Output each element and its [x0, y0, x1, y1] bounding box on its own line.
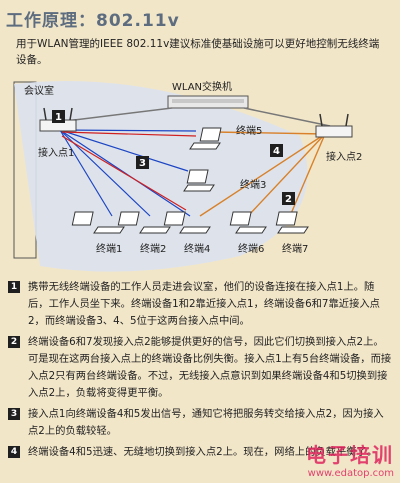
marker-2 [282, 192, 295, 205]
t5-screen [199, 127, 222, 142]
step-text: 终端设备4和5迅速、无缝地切换到接入点2上。现在，网络上的负载平衡了。 [28, 446, 378, 458]
ap2-links [199, 131, 326, 217]
marker-4-label: 4 [273, 146, 280, 157]
step-number: 3 [8, 408, 20, 420]
signal-links [61, 131, 197, 211]
step-item-4: 4 终端设备4和5迅速、无缝地切换到接入点2上。现在，网络上的负载平衡了。 [8, 444, 392, 461]
terminal-label-6: 终端6 [238, 242, 264, 255]
laptop-icon-t7 [275, 211, 309, 234]
terminal-label-2: 终端2 [140, 242, 166, 255]
room-wall [13, 81, 37, 259]
terminal-label-3: 终端3 [240, 178, 266, 191]
terminal-label-1: 终端1 [96, 242, 122, 255]
marker-1-label: 1 [55, 112, 62, 123]
terminal-label-5: 终端5 [236, 124, 262, 137]
step-text: 携带无线终端设备的工作人员走进会议室，他们的设备连接在接入点1上。随后，工作人员… [28, 281, 380, 327]
ap1-antenna-right [69, 107, 73, 121]
t3-screen [186, 169, 209, 184]
step-item-3: 3 接入点1向终端设备4和5发出信号，通知它将把服务转交给接入点2，因为接入点2… [8, 406, 392, 440]
ap2-body [315, 125, 353, 138]
switch-label: WLAN交换机 [172, 80, 232, 93]
access-point-2-icon [315, 113, 353, 138]
step-list: 1 携带无线终端设备的工作人员走进会议室，他们的设备连接在接入点1上。随后，工作… [8, 279, 392, 465]
step-text: 接入点1向终端设备4和5发出信号，通知它将把服务转交给接入点2，因为接入点2上的… [28, 408, 384, 437]
watermark: 电子培训 www.edatop.com [306, 439, 394, 479]
laptop-icon-t5 [189, 127, 222, 150]
step-item-2: 2 终端设备6和7发现接入点2能够提供更好的信号，因此它们切换到接入点2上。可是… [8, 334, 392, 402]
t2-screen [117, 211, 140, 226]
t4-base [179, 226, 211, 234]
t7-screen [275, 211, 298, 226]
laptop-icon-t6 [229, 211, 267, 234]
laptop-icon-t2 [117, 211, 171, 234]
ap2-label: 接入点2 [326, 150, 362, 163]
switch-ports [172, 99, 244, 103]
t5-base [189, 142, 221, 150]
t3-base [183, 184, 215, 192]
marker-2-label: 2 [285, 194, 292, 205]
step-number: 2 [8, 336, 20, 348]
switch-link-ap2 [243, 107, 331, 127]
t7-base [277, 226, 309, 234]
ap2-antenna-right [345, 113, 349, 127]
room-label: 会议室 [24, 84, 54, 97]
marker-3 [136, 156, 149, 169]
t6-screen [229, 211, 252, 226]
ap1-label: 接入点1 [38, 146, 74, 159]
signal-ap1-t5 [61, 131, 197, 137]
link-ap1-t3 [59, 129, 189, 172]
step-text: 终端设备6和7发现接入点2能够提供更好的信号，因此它们切换到接入点2上。可是现在… [28, 336, 392, 399]
page-title: 工作原理：802.11v [6, 11, 180, 31]
t1-base [93, 226, 125, 234]
terminal-icons [71, 127, 309, 234]
watermark-logo: 电子培训 [306, 443, 394, 467]
marker-1 [52, 110, 65, 123]
signal-ap1-t4 [61, 135, 187, 211]
watermark-url: www.edatop.com [307, 468, 394, 479]
marker-3-label: 3 [139, 158, 146, 169]
terminal-label-7: 终端7 [282, 242, 308, 255]
ap1-antenna-left [43, 107, 47, 121]
laptop-icon-t1 [71, 211, 125, 234]
step-number: 1 [8, 281, 20, 293]
link-ap1-t1 [59, 129, 113, 217]
link-ap2-t6 [247, 133, 326, 217]
t6-base [235, 226, 267, 234]
t4-screen [163, 211, 186, 226]
t1-screen [71, 211, 94, 226]
intro-text: 用于WLAN管理的IEEE 802.11v建议标准使基础设施可以更好地控制无线终… [16, 38, 380, 66]
step-item-1: 1 携带无线终端设备的工作人员走进会议室，他们的设备连接在接入点1上。随后，工作… [8, 279, 392, 330]
laptop-icon-t4 [163, 211, 211, 234]
link-ap2-t7 [289, 133, 326, 217]
ap2-antenna-left [319, 113, 323, 127]
marker-4 [270, 144, 283, 157]
switch-link-ap1 [57, 107, 173, 123]
terminal-label-4: 终端4 [184, 242, 210, 255]
laptop-icon-t3 [183, 169, 215, 192]
step-number: 4 [8, 446, 20, 458]
link-ap2-t5 [213, 131, 326, 135]
t2-base [139, 226, 171, 234]
link-ap1-t5 [59, 129, 197, 132]
network-diagram: 会议室 WLAN交换机 [13, 80, 362, 272]
link-ap2-t4 [199, 133, 326, 217]
